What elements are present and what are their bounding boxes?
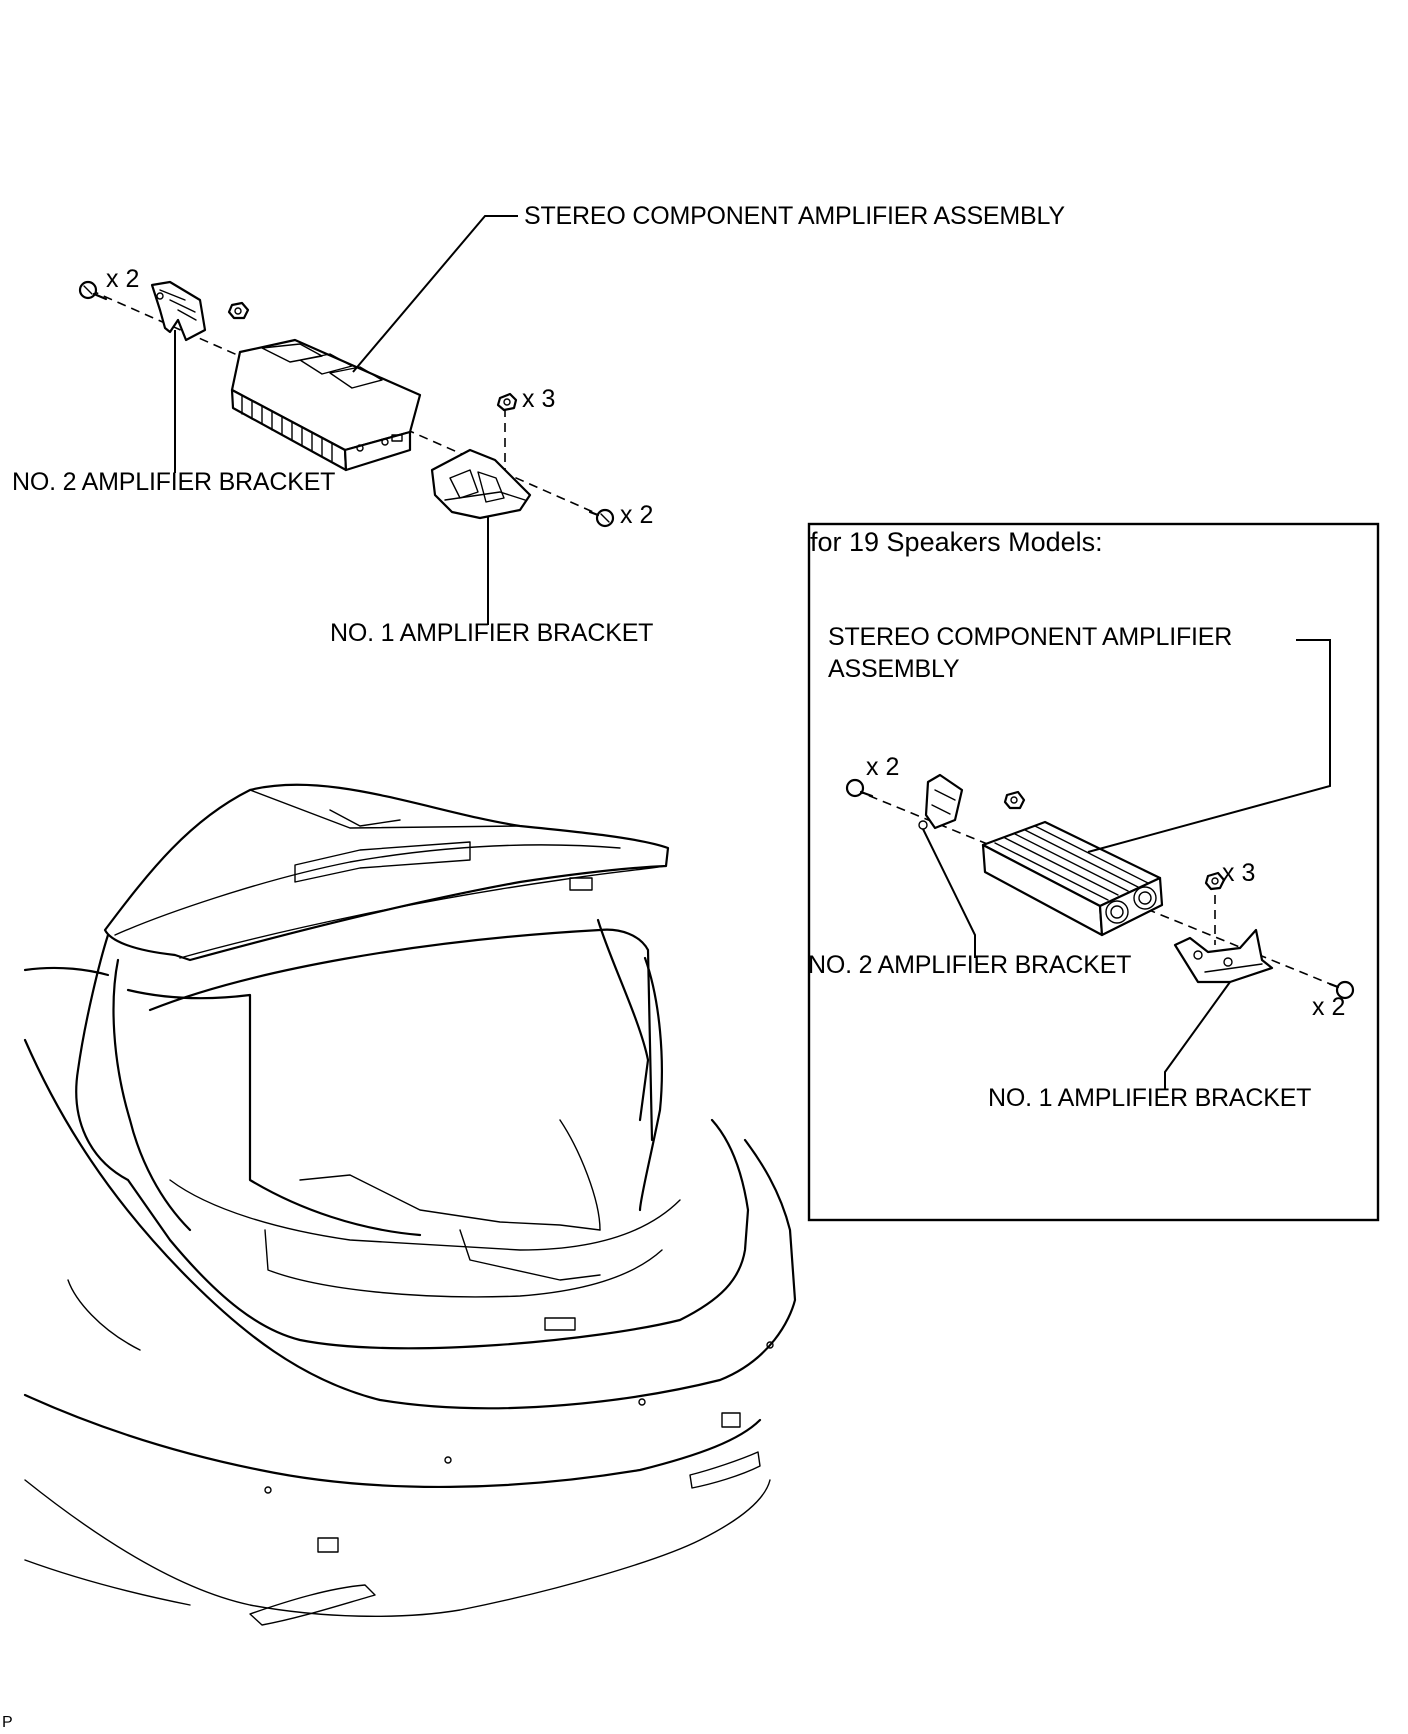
nut-qty: x 3	[522, 385, 556, 413]
inset-no2-leader	[922, 828, 976, 958]
main-exploded-view	[78, 215, 615, 625]
nut-icon	[227, 301, 250, 320]
inset-no2-bracket-label: NO. 2 AMPLIFIER BRACKET	[808, 951, 1132, 979]
bolt-left-qty: x 2	[106, 265, 140, 293]
no2-bracket-label: NO. 2 AMPLIFIER BRACKET	[12, 468, 336, 496]
inset-title: for 19 Speakers Models:	[810, 527, 1103, 557]
inset-amplifier-part	[981, 820, 1164, 937]
inset-panel	[807, 522, 1380, 1222]
inset-no1-bracket-label: NO. 1 AMPLIFIER BRACKET	[988, 1084, 1312, 1112]
inset-nut-icon	[1003, 790, 1026, 810]
inset-bolt-right-qty: x 2	[1312, 993, 1346, 1021]
amp-leader	[352, 215, 518, 373]
no2-bracket-part	[150, 280, 207, 342]
inset-no1-leader	[1164, 981, 1231, 1090]
bolt-left-icon	[78, 280, 108, 301]
inset-amp-label-line1: STEREO COMPONENT AMPLIFIER	[828, 623, 1233, 651]
no1-bracket-part	[430, 448, 532, 520]
inset-no2-bracket-part	[918, 773, 964, 830]
inset-amp-leader	[1087, 639, 1331, 853]
car-rear-illustration	[23, 783, 797, 1626]
no1-bracket-label: NO. 1 AMPLIFIER BRACKET	[330, 619, 654, 647]
amp-label: STEREO COMPONENT AMPLIFIER ASSEMBLY	[524, 202, 1065, 230]
inset-amp-label-line2: ASSEMBLY	[828, 655, 960, 683]
figure-code: P	[2, 1714, 13, 1731]
inset-no1-bracket-part	[1173, 928, 1274, 984]
inset-nut-qty: x 3	[1222, 859, 1256, 887]
inset-nut-top-icon	[1204, 871, 1226, 891]
amplifier-assembly-part	[230, 338, 422, 472]
nut-top-icon	[496, 392, 518, 412]
inset-bolt-right-icon	[1328, 980, 1355, 1000]
bolt-right-qty: x 2	[620, 501, 654, 529]
inset-bolt-left-icon	[845, 778, 874, 798]
bolt-right-icon	[588, 508, 615, 528]
inset-bolt-left-qty: x 2	[866, 753, 900, 781]
